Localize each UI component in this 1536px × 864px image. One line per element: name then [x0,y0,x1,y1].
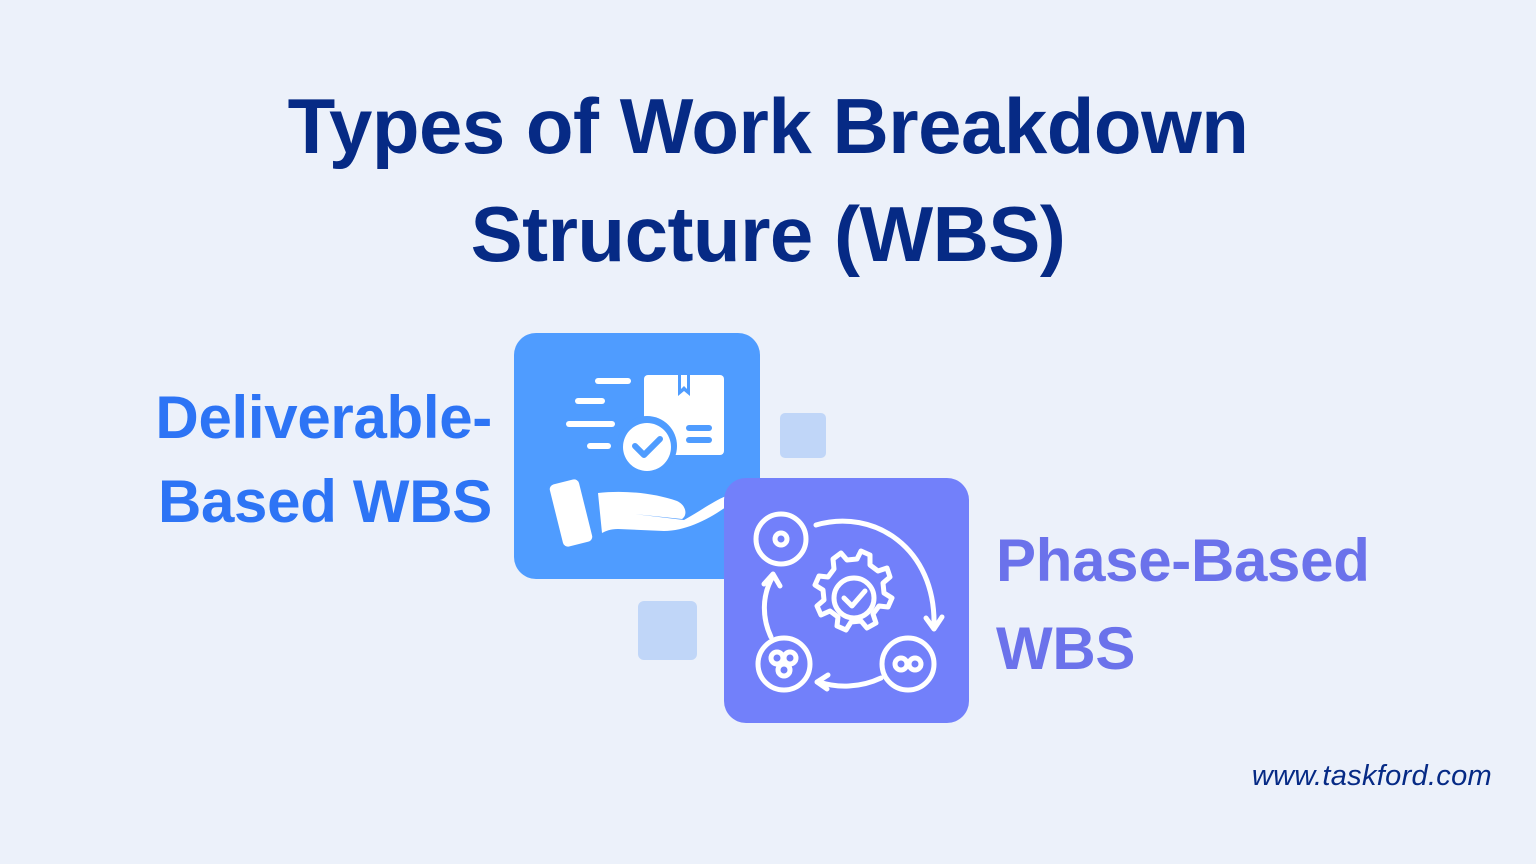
phase-label-line-1: Phase-Based [996,527,1370,594]
deliverable-label-line-1: Deliverable- [155,384,492,451]
deliverable-label-line-2: Based WBS [157,468,492,535]
gear-cycle-phases-icon [753,511,945,693]
phase-based-wbs-label: Phase-Based WBS [996,517,1370,693]
deliverable-based-wbs-label: Deliverable- Based WBS [155,376,492,544]
deliverable-card [514,333,760,579]
phase-card [724,478,969,723]
website-url: www.taskford.com [1251,760,1492,792]
title-line-1: Types of Work Breakdown [287,82,1249,170]
hand-delivering-package-icon [549,375,733,547]
decorative-square [638,601,697,660]
phase-label-line-2: WBS [996,615,1136,682]
page-title: Types of Work Breakdown Structure (WBS) [0,72,1536,288]
title-line-2: Structure (WBS) [470,190,1066,278]
decorative-square [780,413,826,458]
